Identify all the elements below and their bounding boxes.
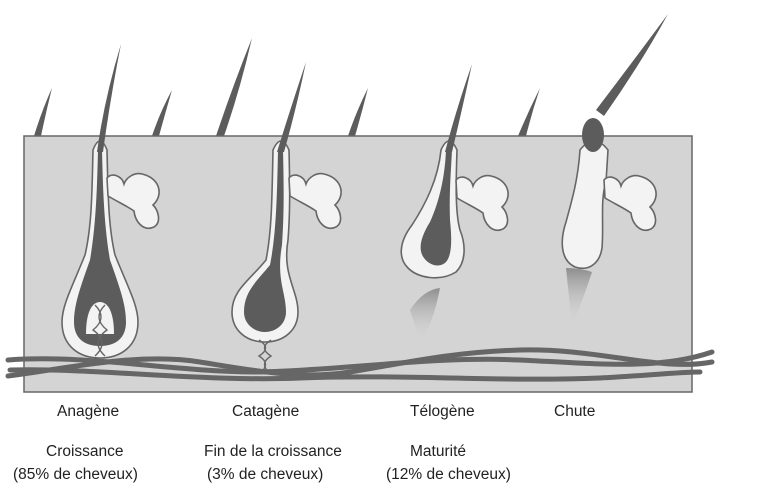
stage-share-anagen: (85% de cheveux) xyxy=(13,466,138,483)
stage-description-catagen: Fin de la croissance xyxy=(204,443,342,460)
stage-name-telogen: Télogène xyxy=(410,403,475,420)
nerve-fibers xyxy=(5,347,715,382)
surface-hairs xyxy=(34,38,540,136)
stage-name-anagen: Anagène xyxy=(57,403,120,420)
stage-share-catagen: (3% de cheveux) xyxy=(207,466,324,483)
catagen-follicle xyxy=(231,62,342,375)
stage-description-anagen: Croissance xyxy=(46,443,124,460)
stage-share-telogen: (12% de cheveux) xyxy=(386,466,511,483)
stage-name-shedding: Chute xyxy=(554,403,596,420)
telogen-follicle xyxy=(400,64,509,342)
anagen-follicle xyxy=(61,44,160,359)
stage-name-catagen: Catagène xyxy=(232,403,300,420)
stage-description-telogen: Maturité xyxy=(410,443,466,460)
shedding-follicle xyxy=(561,14,668,326)
